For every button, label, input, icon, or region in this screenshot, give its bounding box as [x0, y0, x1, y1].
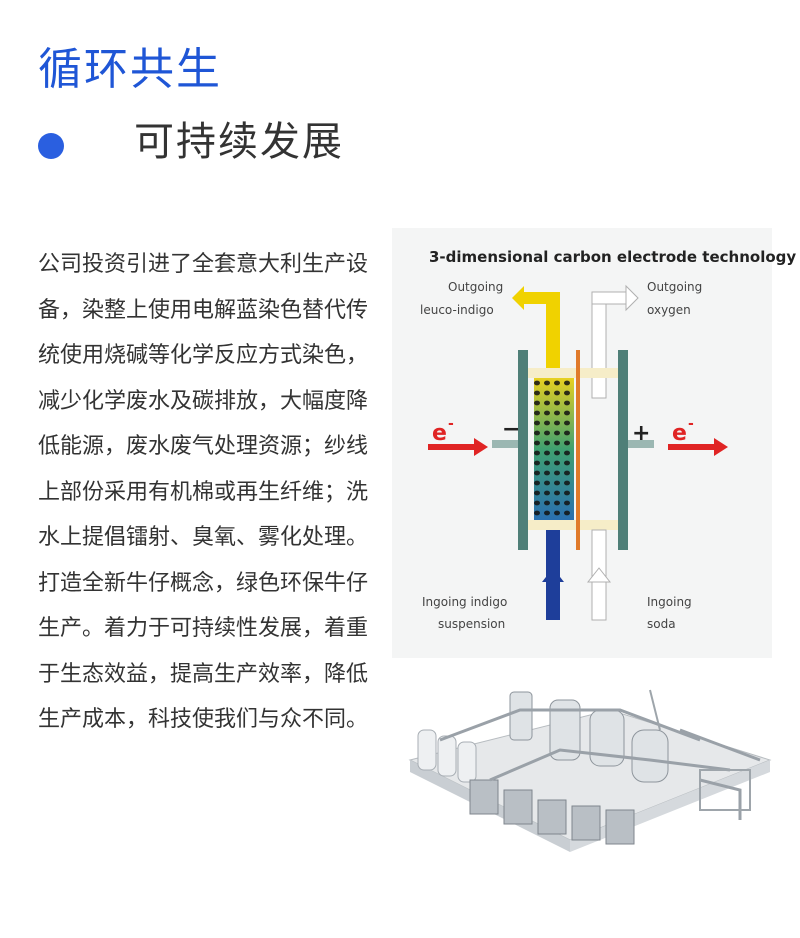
indigo-inflow-pipe [542, 530, 564, 620]
svg-text:-: - [448, 416, 454, 432]
label-outgoing-leuco-2: leuco-indigo [420, 303, 494, 317]
label-outgoing-oxygen-2: oxygen [647, 303, 691, 317]
label-ingoing-soda-2: soda [647, 617, 676, 631]
label-ingoing-indigo-2: suspension [438, 617, 505, 631]
membrane [576, 350, 580, 550]
bullet-dot [38, 133, 64, 159]
electrode-diagram: 3-dimensional carbon electrode technolog… [392, 228, 796, 658]
body-paragraph: 公司投资引进了全套意大利生产设备，染整上使用电解蓝染色替代传统使用烧碱等化学反应… [38, 252, 369, 732]
svg-text:e: e [432, 421, 447, 446]
electron-out-arrow: e - [668, 416, 728, 456]
left-electrode-plate [518, 350, 528, 550]
soda-inflow-pipe [586, 529, 612, 621]
label-outgoing-oxygen-1: Outgoing [647, 280, 702, 294]
label-ingoing-soda-1: Ingoing [647, 595, 692, 609]
svg-text:-: - [688, 416, 694, 432]
diagram-title: 3-dimensional carbon electrode technolog… [429, 248, 796, 266]
electron-in-arrow: e - [428, 416, 488, 456]
minus-sign: − [502, 417, 520, 442]
section-subtitle: 可持续发展 [134, 119, 344, 165]
right-electrode-plate [618, 350, 628, 550]
label-outgoing-leuco-1: Outgoing [448, 280, 503, 294]
svg-text:e: e [672, 421, 687, 446]
section-title: 循环共生 [38, 44, 222, 95]
label-ingoing-indigo-1: Ingoing indigo [422, 595, 507, 609]
plant-machine-image [400, 670, 780, 920]
plus-sign: + [632, 421, 650, 446]
